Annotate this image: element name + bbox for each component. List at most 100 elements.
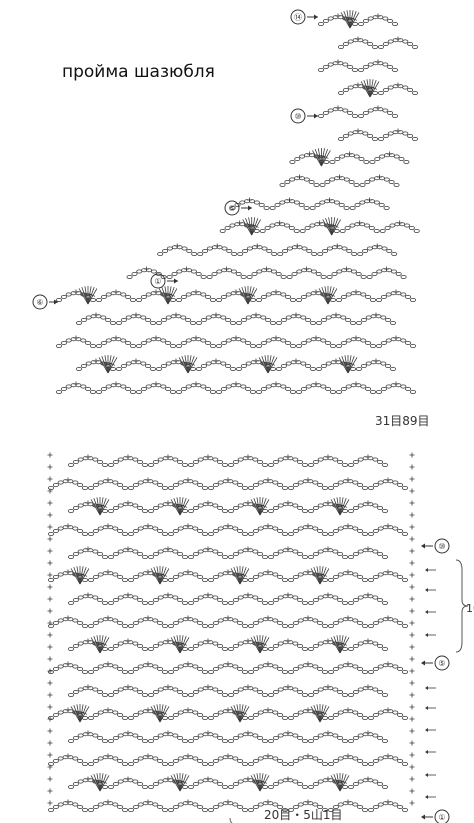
chain-stitch (252, 759, 259, 764)
chain-stitch (332, 621, 339, 626)
double-crochet-stitch (344, 355, 349, 374)
single-crochet-stitch (145, 615, 151, 621)
chain-stitch (72, 618, 79, 623)
chain-stitch (388, 179, 395, 184)
chain-stitch (341, 693, 348, 698)
single-crochet-stitch (365, 638, 371, 644)
single-crochet-stitch (245, 776, 251, 782)
single-crochet-stitch (85, 500, 91, 506)
chain-stitch (180, 294, 187, 299)
chain-stitch (129, 389, 136, 394)
chain-stitch (217, 710, 224, 715)
chain-stitch (344, 225, 351, 230)
chain-stitch (347, 111, 354, 116)
single-crochet-stitch (47, 572, 53, 578)
stitch-crossbar (90, 294, 96, 297)
chain-stitch (221, 462, 228, 467)
single-crochet-stitch (409, 524, 415, 530)
chain-stitch (207, 716, 214, 721)
chain-stitch (357, 529, 364, 534)
double-crochet-stitch (336, 773, 341, 792)
chain-stitch (201, 578, 208, 583)
chain-stitch (357, 21, 364, 26)
single-crochet-stitch (47, 800, 53, 806)
chain-stitch (361, 624, 368, 629)
chain-stitch (197, 667, 204, 672)
chain-stitch (381, 555, 388, 560)
chain-stitch (257, 756, 264, 761)
stitch-crossbar (324, 156, 329, 159)
chain-stitch (237, 687, 244, 692)
chain-stitch (357, 667, 364, 672)
chain-stitch (215, 343, 222, 348)
double-crochet-stitch (339, 637, 350, 654)
single-crochet-stitch (105, 707, 111, 713)
chain-stitch (301, 785, 308, 790)
chain-stitch (297, 505, 304, 510)
chain-stitch (303, 177, 310, 182)
single-crochet-stitch (193, 335, 199, 341)
chain-stitch (319, 200, 326, 205)
chain-stitch (277, 251, 284, 256)
single-crochet-stitch (165, 454, 171, 460)
chain-stitch (100, 340, 107, 345)
chain-stitch (257, 618, 264, 623)
chain-stitch (132, 595, 139, 600)
chain-stitch (135, 343, 142, 348)
stitch-crossbar (262, 362, 267, 366)
double-crochet-stitch (330, 775, 341, 792)
chain-stitch (197, 779, 204, 784)
chain-stitch (172, 595, 179, 600)
single-crochet-stitch (233, 381, 239, 387)
chain-stitch (72, 736, 79, 741)
row-arrowhead (425, 568, 428, 572)
chain-stitch (56, 389, 63, 394)
chain-stitch (312, 644, 319, 649)
single-crochet-stitch (409, 452, 415, 458)
chain-stitch (185, 384, 192, 389)
row-arrowhead (425, 686, 428, 690)
stitch-crossbar (160, 294, 166, 297)
stitch-crossbar (162, 293, 167, 297)
chain-stitch (322, 111, 329, 116)
chain-stitch (147, 647, 154, 652)
chain-stitch (339, 154, 346, 159)
chain-stitch (332, 482, 339, 487)
single-crochet-stitch (345, 615, 351, 621)
double-crochet-stitch (324, 286, 329, 305)
chain-stitch (192, 802, 199, 807)
chain-stitch (381, 785, 388, 790)
chain-stitch (225, 317, 232, 322)
chain-stitch (192, 526, 199, 531)
single-crochet-stitch (397, 220, 403, 226)
single-crochet-stitch (65, 707, 71, 713)
chain-stitch (52, 529, 59, 534)
chain-stitch (348, 179, 355, 184)
chain-stitch (337, 618, 344, 623)
double-crochet-stitch (79, 704, 87, 723)
chain-stitch (72, 802, 79, 807)
single-crochet-stitch (213, 358, 219, 364)
chain-stitch (92, 713, 99, 718)
chain-stitch (157, 549, 164, 554)
single-crochet-stitch (245, 592, 251, 598)
chain-stitch (97, 618, 104, 623)
chain-stitch (241, 808, 248, 813)
chain-stitch (56, 343, 63, 348)
chain-stitch (189, 320, 196, 325)
chain-stitch (169, 343, 176, 348)
double-crochet-stitch (349, 10, 357, 29)
chain-stitch (310, 269, 317, 274)
chain-stitch (352, 690, 359, 695)
stitch-crossbar (102, 643, 108, 646)
chain-stitch (347, 693, 354, 698)
chain-stitch (272, 782, 279, 787)
stitch-count-bracket (229, 817, 233, 823)
chain-stitch (132, 503, 139, 508)
stitch-crossbar (312, 574, 318, 577)
chain-stitch (68, 601, 75, 606)
chain-stitch (112, 572, 119, 577)
chain-stitch (241, 670, 248, 675)
double-crochet-stitch (173, 497, 181, 516)
single-crochet-stitch (165, 500, 171, 506)
